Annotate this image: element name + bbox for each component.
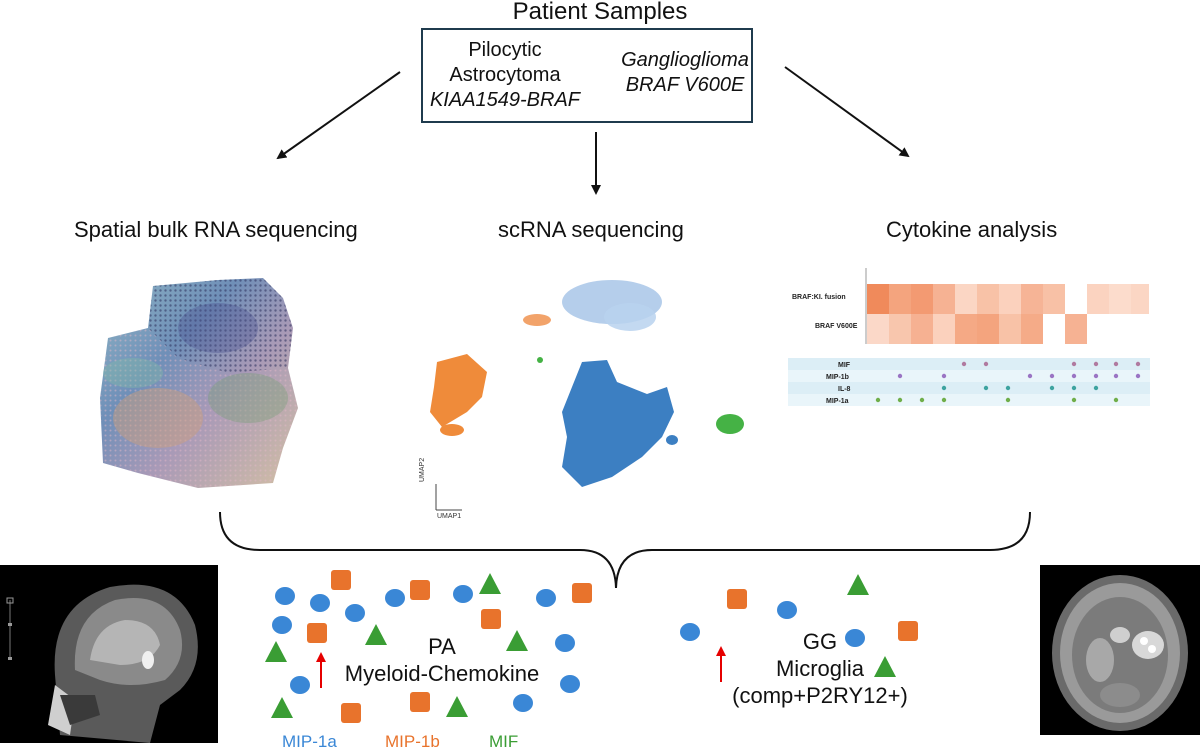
pa-finding: PA Myeloid-Chemokine xyxy=(330,633,554,687)
umap-cluster-orange xyxy=(430,314,551,436)
heatmap-row-2 xyxy=(867,314,1149,344)
dot-row-label-mif: MIF xyxy=(838,362,851,369)
legend-mif: MIF xyxy=(489,732,519,751)
legend-mip1a: MIP-1a xyxy=(282,732,337,751)
cytokine-panel xyxy=(788,268,1150,406)
heatmap-row-label-1: BRAF:KI. fusion xyxy=(792,294,846,301)
legend-mip1b: MIP-1b xyxy=(385,732,440,751)
sagittal-mri-image xyxy=(0,565,218,743)
dot-table xyxy=(788,358,1150,406)
pa-sample-line3: KIAA1549-BRAF xyxy=(429,89,581,111)
dot-row-label-mip1a: MIP-1a xyxy=(826,398,849,405)
gg-sample-line1: Ganglioglioma xyxy=(621,49,749,71)
mip1a-symbols xyxy=(272,585,865,712)
pa-finding-line2: Myeloid-Chemokine xyxy=(344,661,540,686)
umap-cluster-blue xyxy=(562,360,678,487)
figure-title: Patient Samples xyxy=(512,0,688,25)
umap-plot xyxy=(430,280,744,511)
gg-finding-line3: (comp+P2RY12+) xyxy=(732,683,908,708)
arrow-to-cytokine xyxy=(784,66,910,158)
dot-row-label-il8: IL-8 xyxy=(838,386,851,393)
mif-symbols xyxy=(265,573,896,718)
pa-sample-line2: Astrocytoma xyxy=(449,64,561,86)
arrow-to-spatial xyxy=(276,71,401,160)
spatial-method-label: Spatial bulk RNA sequencing xyxy=(74,217,358,242)
axial-mri-image xyxy=(1040,565,1200,735)
dot-row-label-mip1b: MIP-1b xyxy=(826,374,849,381)
umap-cluster-lightblue xyxy=(562,280,662,331)
summary-brace xyxy=(219,511,1031,589)
spatial-tissue-image xyxy=(100,278,298,488)
cytokine-method-label: Cytokine analysis xyxy=(886,217,1058,242)
gg-sample-line2: BRAF V600E xyxy=(625,74,745,96)
pa-finding-line1: PA xyxy=(428,634,456,659)
gg-finding-line1: GG xyxy=(802,629,838,654)
heatmap-row-1 xyxy=(867,284,1149,314)
gg-finding-line2: Microglia xyxy=(775,656,865,681)
pa-sample-line1: Pilocytic xyxy=(468,39,542,61)
umap-cluster-green xyxy=(537,357,744,434)
patient-samples-box: Pilocytic Astrocytoma KIAA1549-BRAF Gang… xyxy=(421,28,753,123)
mip1b-symbols xyxy=(307,570,918,723)
gg-sample-label: Ganglioglioma BRAF V600E xyxy=(619,48,751,98)
heatmap-row-label-2: BRAF V600E xyxy=(815,323,858,330)
pa-sample-label: Pilocytic Astrocytoma KIAA1549-BRAF xyxy=(429,38,581,113)
umap-x-label: UMAP1 xyxy=(437,513,462,520)
gg-finding: GG Microglia (comp+P2RY12+) xyxy=(730,628,910,709)
scrna-method-label: scRNA sequencing xyxy=(498,217,684,242)
